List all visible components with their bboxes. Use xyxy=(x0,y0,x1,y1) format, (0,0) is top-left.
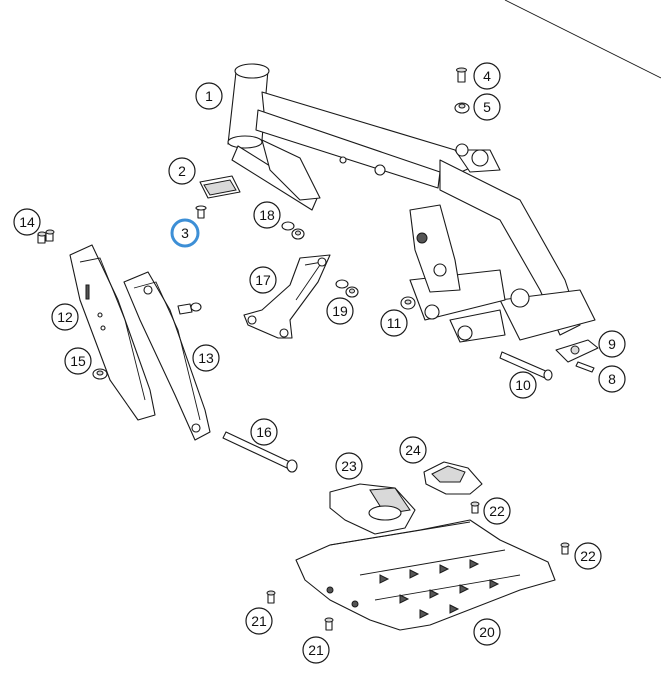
callout-label: 18 xyxy=(259,207,275,223)
callout-label: 2 xyxy=(178,163,186,179)
callout-label: 21 xyxy=(251,613,267,629)
callout-1[interactable]: 1 xyxy=(195,82,223,110)
callout-circle xyxy=(380,309,408,337)
part-10-axle xyxy=(499,351,553,381)
callout-label: 1 xyxy=(205,88,213,104)
callout-4[interactable]: 4 xyxy=(473,62,501,90)
callout-circle xyxy=(249,266,277,294)
callout-label: 22 xyxy=(580,548,596,564)
callout-label: 13 xyxy=(198,350,214,366)
part-9-bracket xyxy=(555,339,599,363)
callout-3[interactable]: 3 xyxy=(170,218,200,248)
callout-circle xyxy=(399,436,427,464)
callout-12[interactable]: 12 xyxy=(51,303,79,331)
part-17-bracket xyxy=(243,254,331,339)
callout-circle xyxy=(473,62,501,90)
callout-circle xyxy=(168,157,196,185)
callout-19[interactable]: 19 xyxy=(326,297,354,325)
page-border-line xyxy=(504,0,661,79)
callout-circle xyxy=(509,371,537,399)
part-24-block xyxy=(423,461,483,495)
callout-circle xyxy=(326,297,354,325)
callout-label: 8 xyxy=(608,371,616,387)
callout-label: 3 xyxy=(181,225,189,241)
callout-circle xyxy=(598,365,626,393)
callout-17[interactable]: 17 xyxy=(249,266,277,294)
part-21-bolts xyxy=(266,590,334,631)
callout-label: 22 xyxy=(489,503,505,519)
callout-label: 9 xyxy=(608,336,616,352)
callout-14[interactable]: 14 xyxy=(13,208,41,236)
part-5-nut xyxy=(454,102,470,114)
callout-label: 10 xyxy=(515,377,531,393)
part-2-bracket xyxy=(199,175,241,199)
callout-label: 24 xyxy=(405,442,421,458)
callout-label: 19 xyxy=(332,303,348,319)
part-20-skid-plate xyxy=(295,519,556,631)
callout-21b[interactable]: 21 xyxy=(302,636,330,664)
part-23-block xyxy=(329,483,416,535)
part-8-bolt xyxy=(575,361,595,373)
callout-circle xyxy=(473,618,501,646)
callout-circle xyxy=(51,303,79,331)
callout-circle xyxy=(598,330,626,358)
callout-label: 12 xyxy=(57,309,73,325)
callout-circle xyxy=(64,347,92,375)
callout-20[interactable]: 20 xyxy=(473,618,501,646)
callout-15[interactable]: 15 xyxy=(64,347,92,375)
callout-label: 5 xyxy=(483,99,491,115)
callout-label: 16 xyxy=(256,424,272,440)
part-3-bolt xyxy=(195,205,207,219)
callout-label: 4 xyxy=(483,68,491,84)
callout-24[interactable]: 24 xyxy=(399,436,427,464)
part-18-nuts xyxy=(281,221,305,240)
callout-22b[interactable]: 22 xyxy=(574,542,602,570)
callout-label: 14 xyxy=(19,214,35,230)
callout-22a[interactable]: 22 xyxy=(483,497,511,525)
callout-circle xyxy=(192,344,220,372)
callout-circle xyxy=(170,218,200,248)
callout-5[interactable]: 5 xyxy=(473,93,501,121)
part-13-side-panel xyxy=(123,271,211,441)
frame-part xyxy=(227,63,596,343)
part-14-bolts xyxy=(37,229,55,244)
callout-layer: 1234589101112131415161718192021212222232… xyxy=(13,62,626,664)
callout-label: 21 xyxy=(308,642,324,658)
callout-circle xyxy=(483,497,511,525)
callout-circle xyxy=(574,542,602,570)
part-19-nuts xyxy=(335,279,359,298)
callout-circle xyxy=(253,201,281,229)
part-11-nut xyxy=(400,296,416,310)
callout-10[interactable]: 10 xyxy=(509,371,537,399)
callout-2[interactable]: 2 xyxy=(168,157,196,185)
side-panel-bolts xyxy=(177,302,202,315)
callout-label: 15 xyxy=(70,353,86,369)
callout-circle xyxy=(473,93,501,121)
part-12-side-panel xyxy=(69,244,156,421)
callout-label: 11 xyxy=(387,315,402,331)
callout-13[interactable]: 13 xyxy=(192,344,220,372)
callout-circle xyxy=(13,208,41,236)
part-4-bolt xyxy=(456,67,467,83)
part-22-bolts xyxy=(470,501,570,555)
callout-circle xyxy=(335,452,363,480)
callout-label: 23 xyxy=(341,458,357,474)
callout-18[interactable]: 18 xyxy=(253,201,281,229)
callout-21a[interactable]: 21 xyxy=(245,607,273,635)
callout-label: 17 xyxy=(255,272,271,288)
callout-circle xyxy=(245,607,273,635)
callout-circle xyxy=(250,418,278,446)
part-16-long-bolt xyxy=(222,431,298,473)
callout-circle xyxy=(302,636,330,664)
callout-circle xyxy=(195,82,223,110)
callout-label: 20 xyxy=(479,624,495,640)
callout-11[interactable]: 11 xyxy=(380,309,408,337)
callout-16[interactable]: 16 xyxy=(250,418,278,446)
callout-23[interactable]: 23 xyxy=(335,452,363,480)
part-15-nut xyxy=(92,368,108,380)
callout-8[interactable]: 8 xyxy=(598,365,626,393)
callout-9[interactable]: 9 xyxy=(598,330,626,358)
